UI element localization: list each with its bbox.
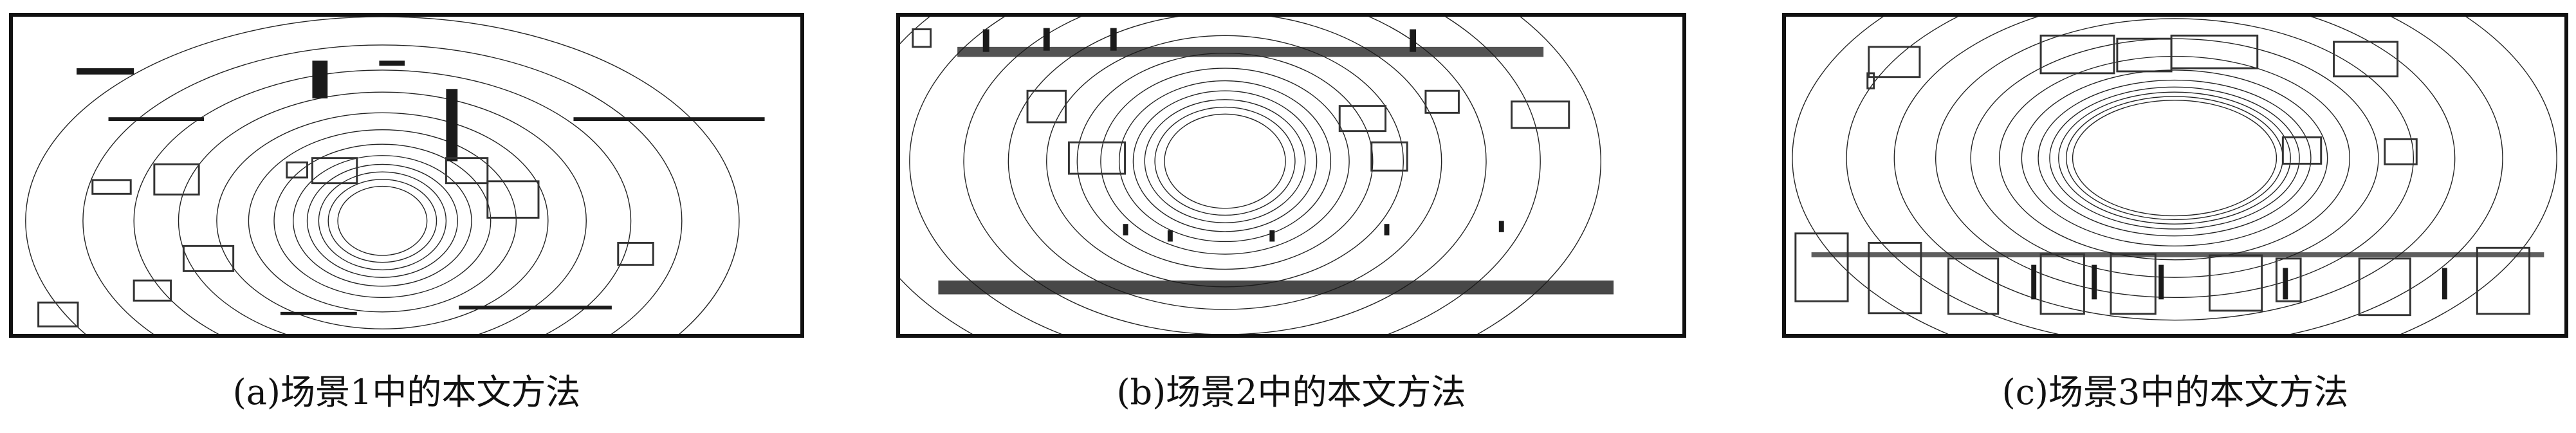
scan-rings-b (900, 17, 1601, 334)
detection-boxes-a (37, 157, 654, 327)
detection-boxes-b (912, 28, 1570, 175)
point-cloud-panel-a (9, 13, 804, 338)
caption-b: (b)场景2中的本文方法 (1116, 372, 1466, 412)
structures-c (1811, 252, 2544, 300)
detection-boxes-c (1794, 34, 2531, 317)
structures-b (938, 28, 1614, 295)
lidar-scan-b (900, 17, 1614, 334)
point-cloud-panel-c (1782, 13, 2568, 338)
scan-rings-a (25, 17, 740, 334)
point-cloud-panel-b (896, 13, 1686, 338)
lidar-scan-c (1792, 17, 2557, 334)
caption-a: (a)场景1中的本文方法 (232, 372, 581, 412)
caption-c: (c)场景3中的本文方法 (2001, 372, 2349, 412)
lidar-scan-a (25, 17, 765, 334)
scan-rings-c (1792, 17, 2557, 334)
structures-a (77, 60, 765, 315)
